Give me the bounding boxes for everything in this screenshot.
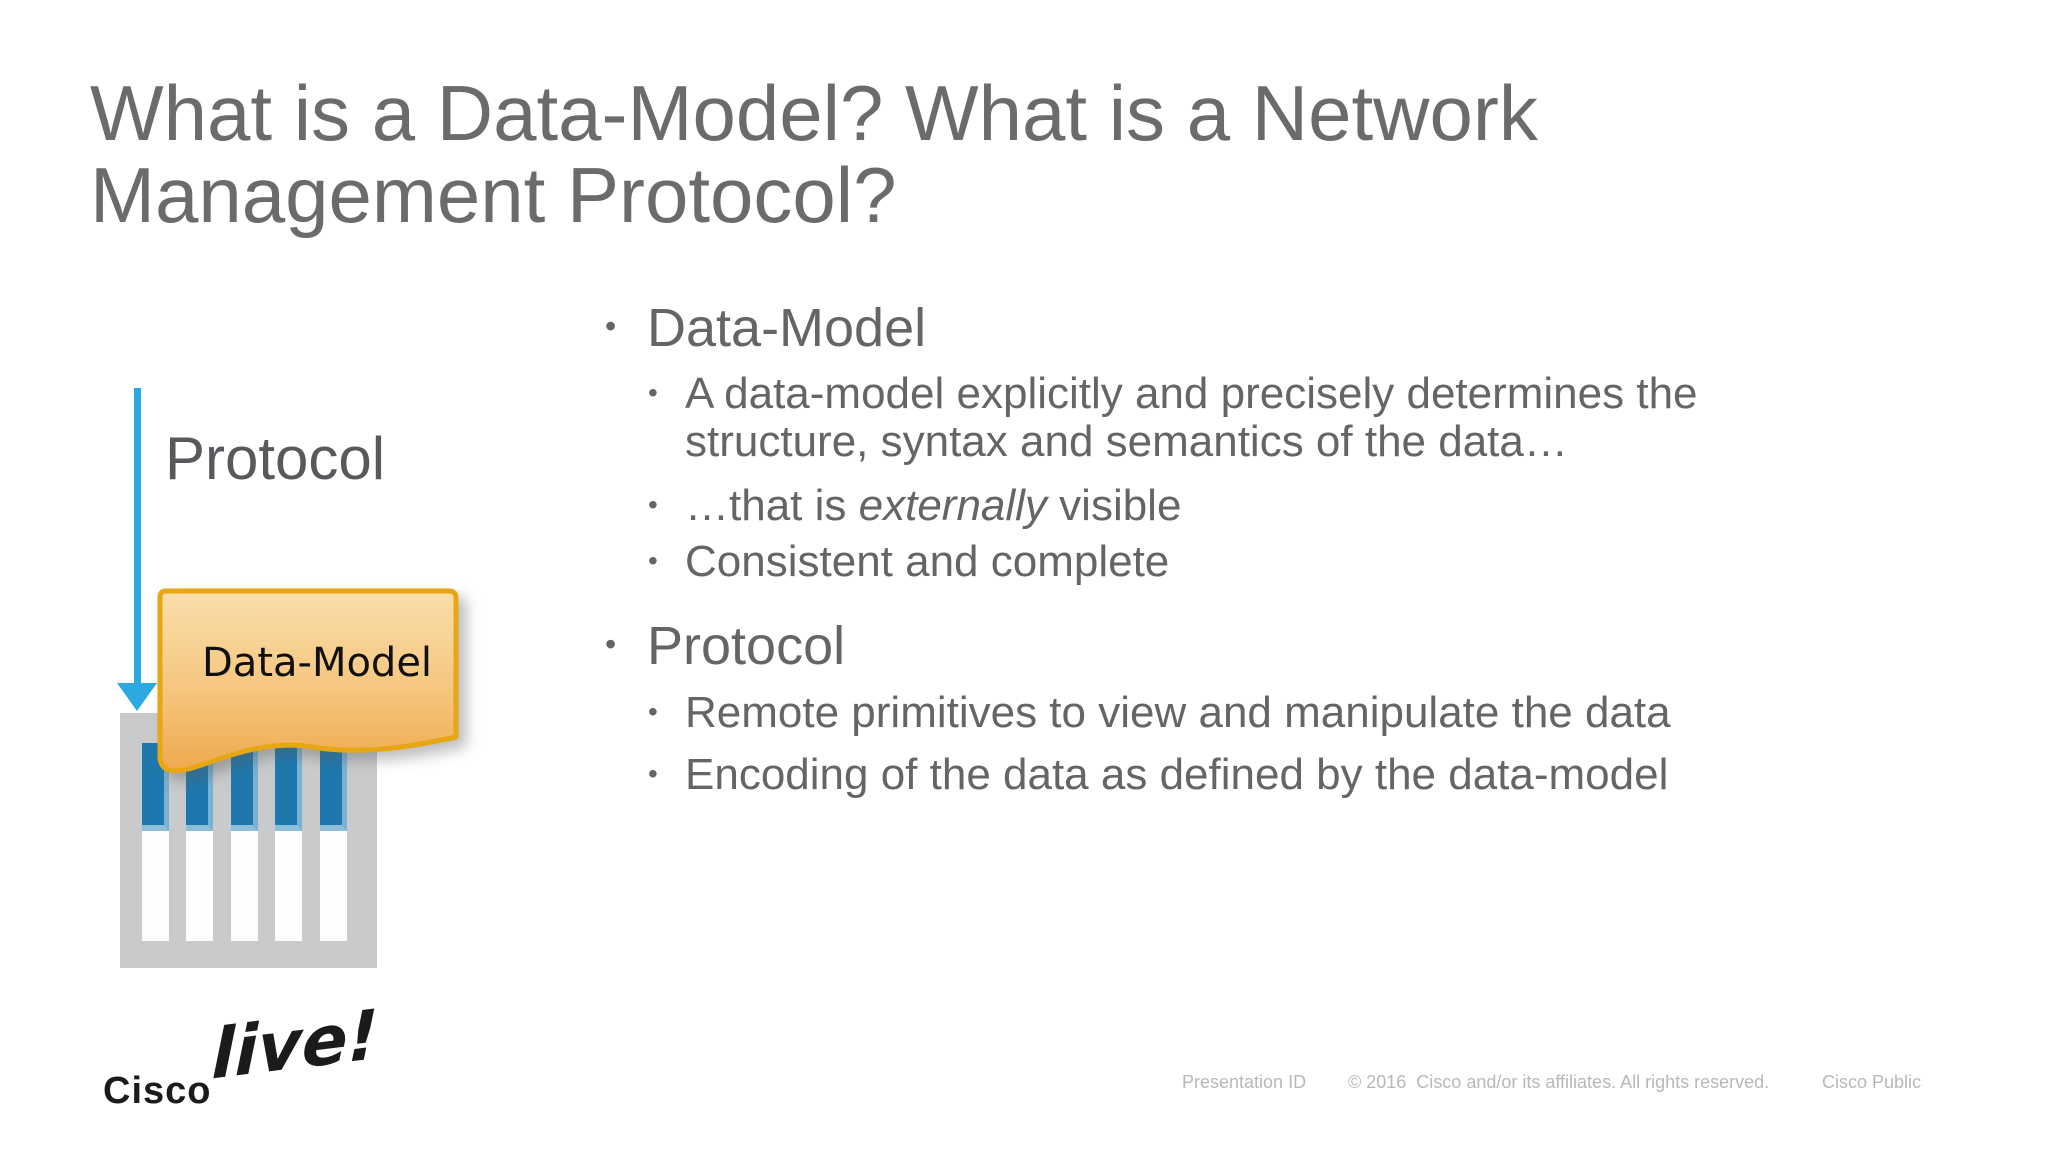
slide-title: What is a Data-Model? What is a Network …	[90, 69, 1538, 239]
bullet-dot-icon	[648, 481, 685, 529]
data-bar	[320, 743, 347, 831]
protocol-arrow-head-icon	[117, 683, 157, 711]
bullet-dot-icon	[648, 688, 685, 736]
bullet-dot-icon	[605, 617, 647, 671]
data-model-banner-label: Data-Model	[202, 640, 433, 686]
live-script-wordmark: live!	[210, 995, 380, 1096]
bullet-dot-icon	[605, 299, 647, 353]
footer-presentation-id: Presentation ID	[1182, 1072, 1307, 1092]
footer-copyright: © 2016 Cisco and/or its affiliates. All …	[1348, 1072, 1770, 1092]
data-model-banner-shape	[157, 588, 459, 774]
bullet-consistent-complete: Consistent and complete	[648, 538, 1169, 591]
italic-word: externally	[858, 481, 1047, 530]
bullet-dot-icon	[648, 537, 685, 585]
data-bar	[231, 743, 258, 831]
data-bar	[275, 743, 302, 831]
bullet-externally-visible: …that is externally visible	[648, 482, 1181, 535]
bullet-encoding: Encoding of the data as defined by the d…	[648, 751, 1668, 804]
bullet-data-model-definition: A data-model explicitly and precisely de…	[648, 370, 1825, 466]
protocol-arrow-line	[134, 388, 141, 684]
bullet-dot-icon	[648, 750, 685, 798]
bullet-data-model: Data-Model	[605, 301, 926, 362]
bullet-dot-icon	[648, 369, 685, 417]
footer-classification: Cisco Public	[1822, 1072, 1922, 1092]
bullet-remote-primitives: Remote primitives to view and manipulate…	[648, 689, 1671, 742]
cisco-wordmark: Cisco	[103, 1070, 212, 1112]
diagram-protocol-label: Protocol	[165, 425, 386, 492]
bullet-protocol: Protocol	[605, 619, 845, 680]
